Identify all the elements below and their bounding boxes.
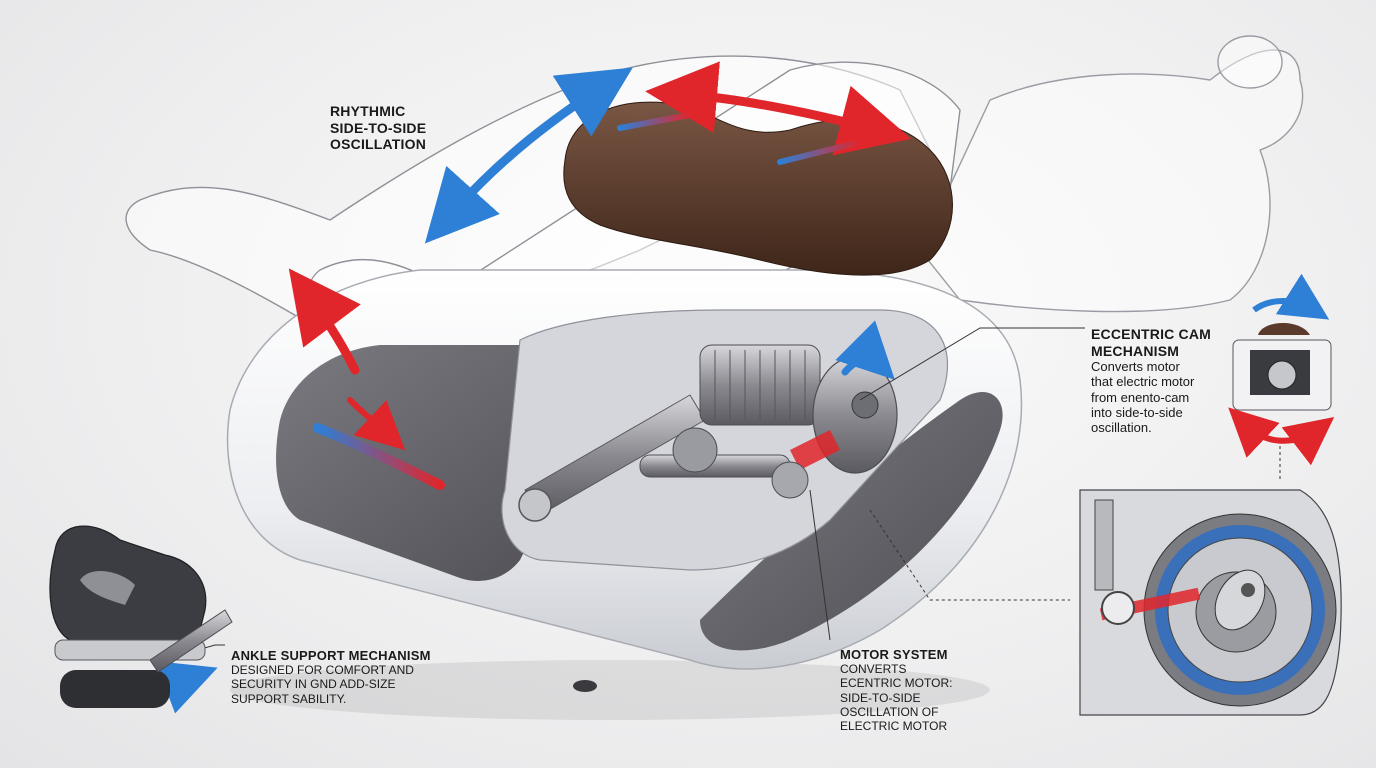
- ankle-support-label: ANKLE SUPPORT MECHANISM DESIGNED FOR COM…: [231, 648, 431, 706]
- ankle-support-inset: [49, 525, 233, 708]
- detail-leader-line: [869, 509, 1070, 601]
- cam-mechanism-label: ECCENTRIC CAM MECHANISM Converts motor t…: [1091, 326, 1211, 436]
- cam-desc-line-4: into side-to-side: [1091, 405, 1183, 421]
- cushion-arrow-mid: [617, 112, 693, 131]
- cam-title-line-1: ECCENTRIC CAM: [1091, 326, 1212, 342]
- device-shadow: [230, 660, 990, 720]
- cushion-arrow-upper: [645, 61, 912, 156]
- footrest-arrow: [313, 423, 445, 490]
- oscillation-arrows: [155, 61, 912, 714]
- cushion-arrow-lower: [777, 139, 863, 165]
- oscillation-title-line-3: OSCILLATION: [330, 136, 427, 153]
- electric-motor: [699, 344, 821, 426]
- oscillation-title-line-2: SIDE-TO-SIDE: [330, 119, 427, 136]
- motor-desc-line-5: ELECTRIC MOTOR: [840, 718, 948, 733]
- cam-desc-line-3: from enento-cam: [1091, 389, 1190, 405]
- ankle-desc-line-3: SUPPORT SABILITY.: [231, 691, 347, 706]
- ankle-rotation-arrow: [155, 661, 218, 714]
- motor-desc-line-1: CONVERTS: [840, 662, 907, 677]
- ankle-desc-line-2: SECURITY IN GND ADD-SIZE: [231, 677, 396, 692]
- device-foot: [573, 680, 597, 692]
- cam-desc-line-5: oscillation.: [1091, 420, 1152, 436]
- cam-desc-line-2: that electric motor: [1091, 374, 1195, 390]
- foot-arrow-up: [288, 268, 361, 375]
- arm-pivot: [518, 488, 552, 522]
- patient-body-outline: [919, 35, 1304, 313]
- side-panel: [700, 391, 1003, 651]
- cam-leader-line: [859, 327, 1085, 401]
- oscillation-title-line-1: RHYTHMIC: [330, 103, 406, 119]
- cam-rotation-arrow: [835, 320, 895, 380]
- motor-title: MOTOR SYSTEM: [840, 647, 948, 662]
- oscillation-label: RHYTHMIC SIDE-TO-SIDE OSCILLATION: [330, 103, 426, 153]
- cam-title-line-2: MECHANISM: [1091, 342, 1180, 359]
- motor-system-label: MOTOR SYSTEM CONVERTS ECENTRIC MOTOR: SI…: [840, 647, 952, 733]
- ankle-title: ANKLE SUPPORT MECHANISM: [231, 648, 431, 663]
- oscillator-device: [226, 269, 1023, 692]
- foot-arrow-down: [347, 397, 406, 451]
- cam-section-inset: [1228, 273, 1335, 466]
- drive-gear: [672, 427, 718, 473]
- eccentric-cam: [771, 356, 898, 499]
- motor-desc-line-2: ECENTRIC MOTOR:: [840, 676, 953, 691]
- arc-arrow-top: [424, 67, 633, 244]
- cross-section-detail: [1079, 489, 1342, 716]
- motor-leader-line: [809, 489, 831, 641]
- cam-desc-line-1: Converts motor: [1091, 359, 1180, 375]
- ankle-desc-line-1: DESIGNED FOR COMFORT AND: [231, 663, 414, 678]
- motor-desc-line-3: SIDE-TO-SIDE: [840, 690, 921, 705]
- motor-desc-line-4: OSCILLATION OF: [840, 704, 939, 719]
